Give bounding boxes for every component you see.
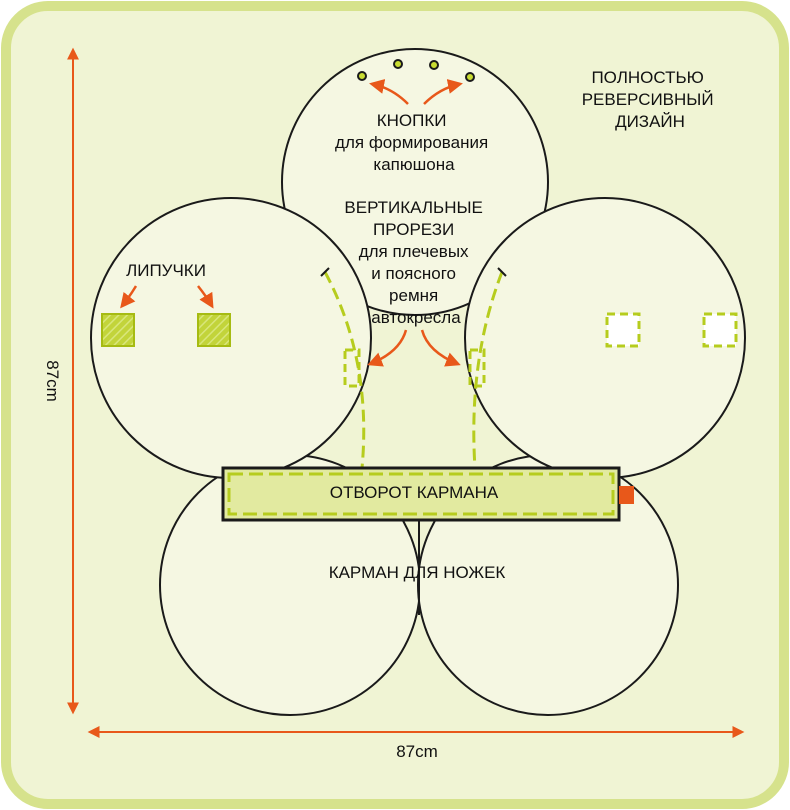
arrow-to-slot-left (367, 329, 408, 367)
slots-line-3: для плечевых (359, 242, 469, 261)
pocket-flap-tab (619, 486, 634, 504)
velcro-outline-right-2 (702, 312, 738, 348)
snap-button-2 (393, 59, 403, 69)
snap-button-4 (465, 72, 475, 82)
left-slot-box (343, 348, 361, 388)
reversible-label: ПОЛНОСТЬЮ РЕВЕРСИВНЫЙ ДИЗАЙН (582, 68, 719, 131)
height-label: 87cm (43, 360, 62, 402)
snaps-line-2: для формирования (335, 133, 488, 152)
velcro-label: ЛИПУЧКИ (126, 261, 206, 280)
pocket-flap-label: ОТВОРОТ КАРМАНА (330, 483, 499, 502)
pocket-flap-seam (227, 472, 615, 516)
reversible-line-3: ДИЗАЙН (615, 112, 685, 131)
slots-line-5: ремня (389, 286, 438, 305)
slots-line-2: ПРОРЕЗИ (373, 220, 454, 239)
reversible-line-1: ПОЛНОСТЬЮ (591, 68, 703, 87)
right-slot-box (468, 348, 486, 388)
snap-button-3 (429, 60, 439, 70)
slots-label: ВЕРТИКАЛЬНЫЕ ПРОРЕЗИ для плечевых и пояс… (344, 198, 487, 327)
arrow-to-velcro-left (120, 285, 138, 309)
hood-petal (281, 48, 549, 316)
pocket-flap (221, 466, 621, 522)
velcro-patch-left-2 (197, 313, 231, 347)
reversible-line-2: РЕВЕРСИВНЫЙ (582, 90, 714, 109)
width-label: 87cm (396, 742, 438, 761)
arrow-to-snap-left (369, 79, 409, 105)
arrow-to-velcro-right (197, 285, 214, 309)
foot-pocket-label: КАРМАН ДЛЯ НОЖЕК (329, 563, 506, 582)
snaps-line-1: КНОПКИ (377, 111, 447, 130)
velcro-outline-right-1 (605, 312, 641, 348)
slots-line-4: и поясного (371, 264, 456, 283)
snaps-label: КНОПКИ для формирования капюшона (335, 111, 493, 174)
arrow-to-snap-right (423, 79, 463, 105)
snaps-line-3: капюшона (373, 155, 455, 174)
arrow-to-slot-right (420, 329, 461, 367)
right-slot-tick (497, 267, 507, 277)
right-slot-seam (472, 271, 504, 469)
slots-line-1: ВЕРТИКАЛЬНЫЕ (344, 198, 482, 217)
snap-button-1 (357, 71, 367, 81)
slots-line-6: автокресла (371, 308, 461, 327)
velcro-patch-left-1 (101, 313, 135, 347)
left-slot-tick (320, 267, 330, 277)
